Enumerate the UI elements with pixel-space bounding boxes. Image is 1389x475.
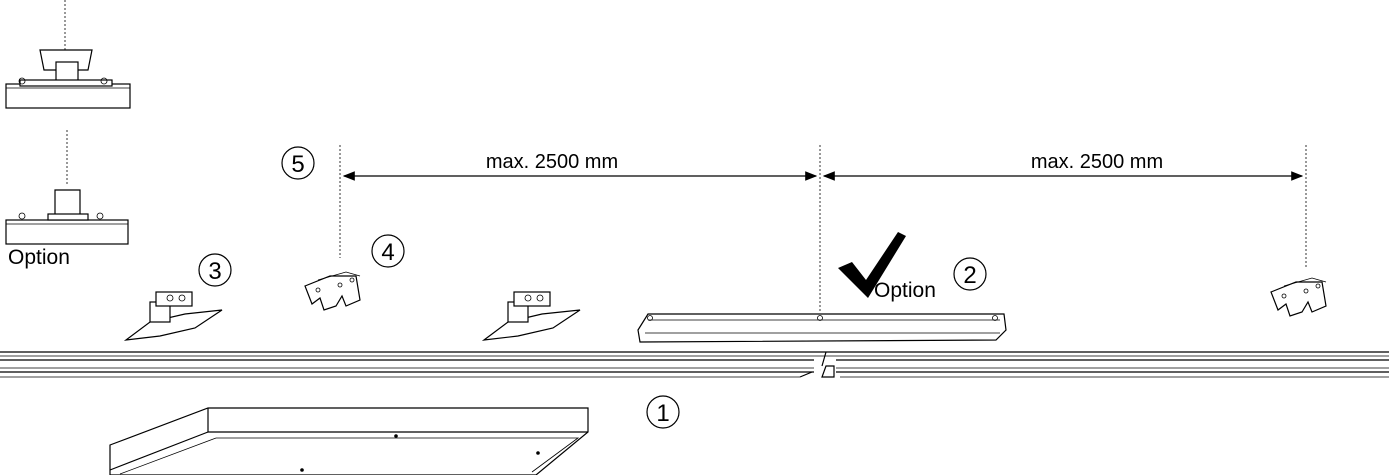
callout-5-circle xyxy=(281,146,315,180)
mounting-clip-middle xyxy=(481,291,581,341)
callout-4-circle xyxy=(371,234,405,268)
callout-2: 2 xyxy=(963,262,976,289)
dimension-left: max. 2500 mm xyxy=(342,151,818,181)
callout-1: 1 xyxy=(656,400,669,427)
dimension-right: max. 2500 mm xyxy=(822,151,1304,181)
hanger-bracket-right xyxy=(1270,277,1327,317)
callout-3: 3 xyxy=(208,258,221,285)
option-label-left: Option xyxy=(8,246,70,269)
suspension-detail-bracket xyxy=(5,0,131,109)
luminaire-panel xyxy=(109,407,589,475)
trunking-profile xyxy=(0,351,1389,378)
callout-1-circle xyxy=(646,395,680,429)
callout-5: 5 xyxy=(291,151,304,178)
mounting-clip-left xyxy=(123,291,223,341)
checkmark-icon xyxy=(838,232,906,298)
suspension-detail-cable xyxy=(5,130,129,245)
mounting-rail-option xyxy=(637,313,1007,343)
dimension-left-label: max. 2500 mm xyxy=(486,151,618,173)
option-label-middle: Option xyxy=(874,279,936,302)
callout-3-circle xyxy=(198,253,232,287)
callout-2-circle xyxy=(953,257,987,291)
dimension-right-label: max. 2500 mm xyxy=(1031,151,1163,173)
callout-4: 4 xyxy=(381,239,394,266)
hanger-bracket-left xyxy=(304,271,361,311)
